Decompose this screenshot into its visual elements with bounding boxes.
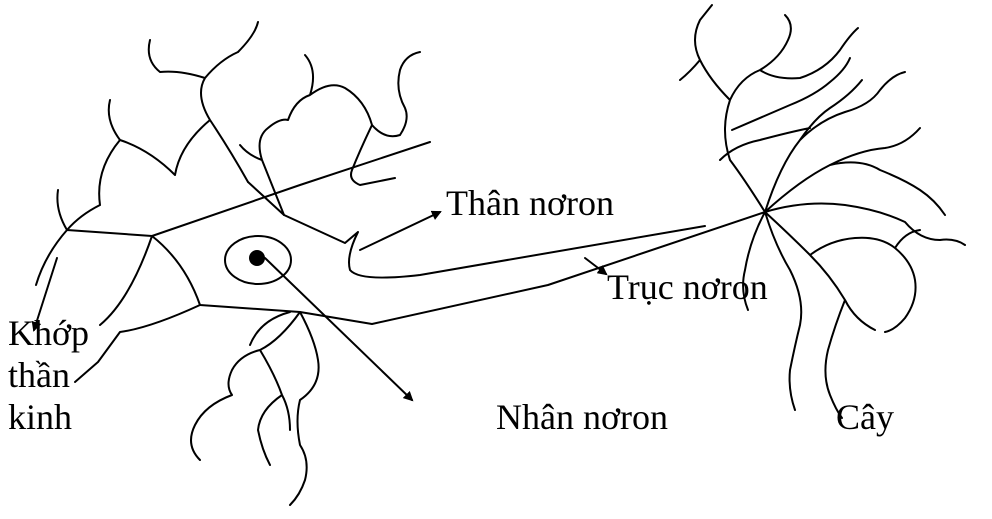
dendrite-upper-left: [67, 22, 420, 230]
label-khop-line1: Khớp: [8, 314, 89, 352]
label-khop-line2: thần: [8, 356, 70, 394]
label-nhan-noron: Nhân nơron: [496, 398, 668, 436]
label-khop-line3: kinh: [8, 398, 72, 436]
label-truc-noron: Trục nơron: [607, 268, 768, 306]
dendrite-lower: [191, 312, 319, 505]
nucleolus-dot: [249, 250, 265, 266]
synapse-region-lines: [36, 190, 200, 382]
label-cay: Cây: [836, 398, 894, 436]
label-than-noron: Thân nơron: [446, 184, 614, 222]
arrow-than-noron: [360, 212, 440, 250]
axon-terminal-tree: [680, 5, 965, 418]
